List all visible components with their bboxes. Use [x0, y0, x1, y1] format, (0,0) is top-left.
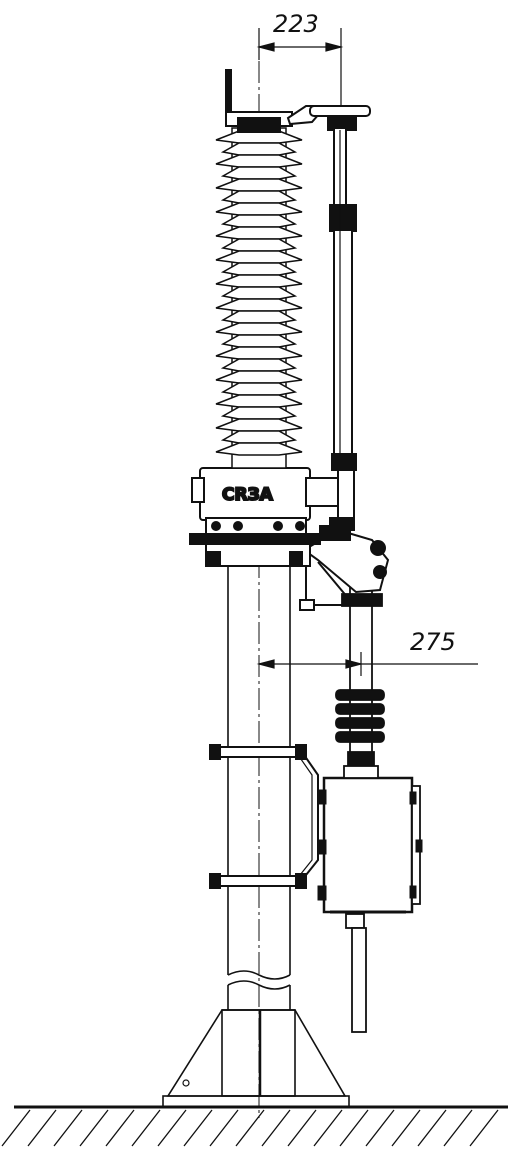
dimension-top-label: 223 [273, 10, 319, 38]
ground-hatch-line [469, 1109, 499, 1147]
coupling-disc [335, 731, 385, 743]
ground-hatch-line [365, 1109, 395, 1147]
ground-hatch-line [261, 1109, 291, 1147]
ground-hatch-line [157, 1109, 187, 1147]
dimension-side-label: 275 [410, 628, 456, 656]
ground-hatch-line [235, 1109, 265, 1147]
pole-base [162, 1009, 350, 1108]
manufacturer-logo: CRЗA [222, 485, 274, 505]
insulator-shed [215, 154, 303, 168]
insulator-shed [215, 346, 303, 360]
coupling-disc [335, 703, 385, 715]
ground-hatch-line [131, 1109, 161, 1147]
ground-hatch-line [1, 1109, 31, 1147]
insulator-base-flange: CRЗA [189, 467, 347, 567]
ground-hatch-line [79, 1109, 109, 1147]
ground-hatch-line [53, 1109, 83, 1147]
ground-hatch-line [339, 1109, 369, 1147]
ground-hatch-line [27, 1109, 57, 1147]
ground-hatch-line [209, 1109, 239, 1147]
coupling-disc [335, 689, 385, 701]
dimension-top: 223 [256, 10, 344, 106]
ground-hatch-line [287, 1109, 317, 1147]
ground [1, 1105, 508, 1147]
pole-clamps [209, 744, 319, 889]
operating-rod [329, 127, 357, 531]
insulator-shed [215, 178, 303, 192]
top-terminal [225, 69, 371, 133]
coupling-disc [335, 717, 385, 729]
insulator-shed [215, 202, 303, 216]
insulator [215, 127, 303, 469]
ground-hatch-line [313, 1109, 343, 1147]
ground-hatch-line [105, 1109, 135, 1147]
drive-tube [335, 565, 385, 779]
insulator-shed [215, 442, 303, 456]
insulator-shed [215, 298, 303, 312]
insulator-shed [215, 274, 303, 288]
ground-hatch-line [443, 1109, 473, 1147]
ground-hatch-line [417, 1109, 447, 1147]
ground-hatch-line [391, 1109, 421, 1147]
insulator-shed [215, 394, 303, 408]
insulator-shed [215, 250, 303, 264]
dimension-side: 275 [256, 628, 478, 676]
ground-hatch-line [183, 1109, 213, 1147]
support-pole [222, 566, 295, 1011]
insulator-shed [215, 322, 303, 336]
drive-cabinet [317, 776, 423, 1033]
insulator-shed [215, 370, 303, 384]
insulator-shed [215, 226, 303, 240]
insulator-shed [215, 418, 303, 432]
